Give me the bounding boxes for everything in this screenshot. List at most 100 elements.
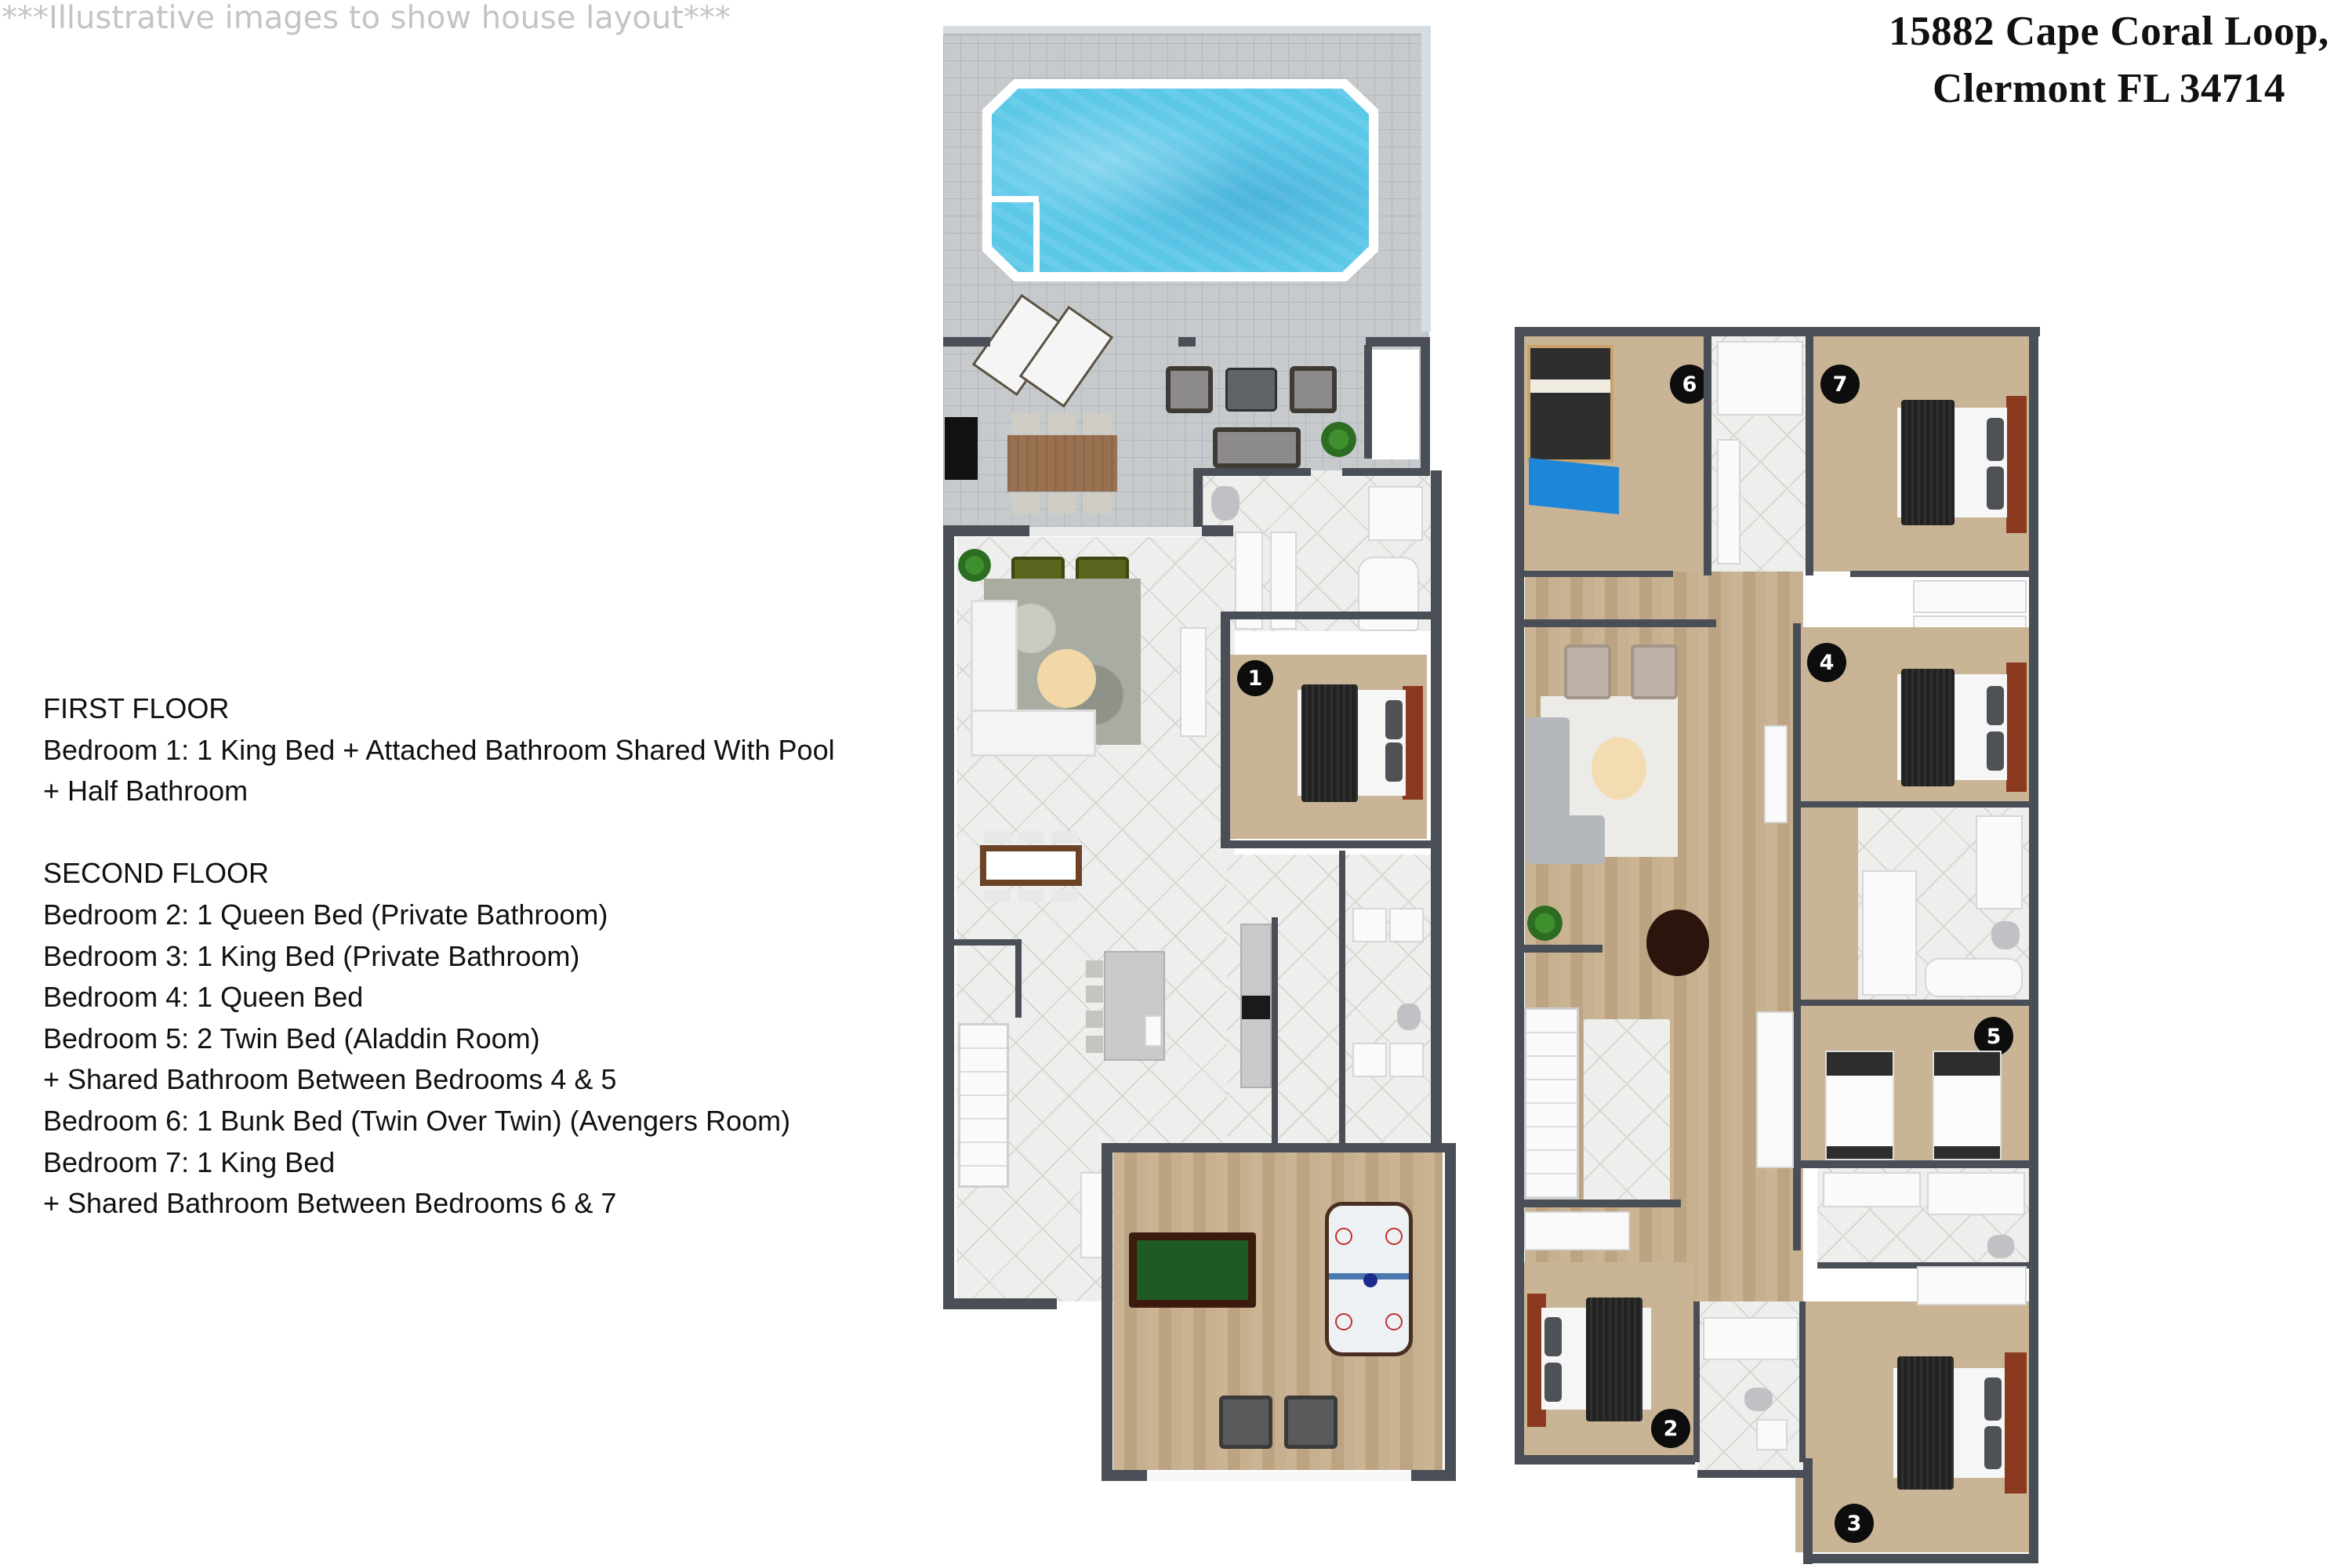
bedroom-badge-4: 4 bbox=[1807, 643, 1846, 682]
tv-console bbox=[1180, 627, 1207, 737]
second-floor-line: Bedroom 4: 1 Queen Bed bbox=[43, 981, 364, 1014]
toilet bbox=[1744, 1388, 1773, 1411]
pool-bathroom bbox=[1203, 470, 1431, 631]
queen-bed bbox=[1897, 662, 2027, 792]
wall bbox=[1799, 1301, 1806, 1462]
dining-chairs bbox=[984, 889, 1078, 902]
king-bed bbox=[1893, 1352, 2027, 1494]
closet bbox=[1524, 1211, 1630, 1250]
room-description-list: FIRST FLOOR Bedroom 1: 1 King Bed + Atta… bbox=[43, 688, 835, 1225]
sun-lounger bbox=[1018, 305, 1114, 408]
sectional-sofa bbox=[1526, 815, 1605, 864]
second-floor-line: Bedroom 2: 1 Queen Bed (Private Bathroom… bbox=[43, 898, 608, 931]
pool bbox=[982, 79, 1378, 281]
wall bbox=[1801, 801, 2029, 808]
wall bbox=[1193, 468, 1203, 535]
outdoor-loveseat bbox=[1213, 427, 1301, 468]
wall bbox=[1704, 336, 1711, 575]
console-table bbox=[1080, 1172, 1104, 1258]
bedroom-6 bbox=[1524, 336, 1708, 572]
air-hockey-puck bbox=[1363, 1273, 1377, 1287]
shower bbox=[1717, 341, 1803, 416]
wall bbox=[1806, 336, 1813, 575]
bedroom-7 bbox=[1813, 336, 2029, 572]
washer bbox=[1352, 908, 1387, 942]
vanity bbox=[1270, 532, 1297, 630]
first-floor-line: Bedroom 1: 1 King Bed + Attached Bathroo… bbox=[43, 733, 835, 766]
dining-table bbox=[980, 845, 1082, 886]
property-address: 15882 Cape Coral Loop, Clermont FL 34714 bbox=[1866, 3, 2352, 118]
wall bbox=[943, 1298, 1057, 1309]
address-line-2: Clermont FL 34714 bbox=[1932, 66, 2286, 111]
bedroom-3 bbox=[1795, 1301, 2029, 1552]
sectional-sofa bbox=[971, 710, 1096, 757]
sink bbox=[1145, 1015, 1162, 1047]
screen-enclosure bbox=[943, 26, 1429, 35]
wall bbox=[1102, 1470, 1147, 1481]
wall bbox=[954, 939, 1021, 946]
closet bbox=[1917, 1266, 2027, 1305]
coffee-table bbox=[1037, 649, 1096, 708]
outdoor-chairs bbox=[1011, 413, 1113, 434]
bunk-slide bbox=[1529, 457, 1619, 515]
tv-console bbox=[1764, 725, 1788, 823]
vanity bbox=[1717, 439, 1740, 564]
wall bbox=[1339, 851, 1345, 1145]
bedroom-badge-1: 1 bbox=[1237, 660, 1273, 696]
shower bbox=[1368, 486, 1423, 541]
dryer bbox=[1389, 908, 1424, 942]
bedroom-1 bbox=[1229, 655, 1427, 839]
bathtub bbox=[1358, 557, 1419, 631]
bath-3 bbox=[1817, 1168, 2029, 1262]
bedroom-badge-2: 2 bbox=[1651, 1409, 1690, 1448]
wall bbox=[1524, 571, 1673, 577]
wall bbox=[1515, 327, 2040, 336]
address-line-1: 15882 Cape Coral Loop, bbox=[1889, 9, 2329, 54]
wall bbox=[1515, 1254, 1524, 1465]
pool-deck bbox=[943, 26, 1429, 528]
wall bbox=[1411, 1470, 1456, 1481]
bar-stools bbox=[1086, 960, 1103, 1053]
wall bbox=[1524, 945, 1602, 953]
wall bbox=[1221, 840, 1432, 848]
cooktop bbox=[1242, 996, 1270, 1019]
wall bbox=[1193, 468, 1311, 476]
pool-bath-counter bbox=[1372, 350, 1419, 459]
air-hockey-table bbox=[1325, 1202, 1413, 1356]
window bbox=[1147, 1472, 1411, 1481]
wall bbox=[1421, 337, 1430, 525]
air-hockey-circle bbox=[1335, 1313, 1352, 1330]
sectional-sofa bbox=[971, 600, 1018, 757]
wall bbox=[1803, 1458, 1813, 1564]
wall bbox=[1524, 619, 1716, 627]
toilet bbox=[1987, 1235, 2014, 1258]
wall bbox=[1015, 939, 1022, 1018]
wall bbox=[2029, 327, 2038, 1562]
kitchen-island bbox=[1104, 951, 1165, 1061]
toilet bbox=[1991, 921, 2020, 949]
wall bbox=[1515, 327, 1524, 1256]
screen-enclosure-side bbox=[1421, 26, 1431, 332]
armchair bbox=[1219, 1396, 1272, 1449]
plant bbox=[1527, 906, 1563, 941]
closet bbox=[1913, 615, 2027, 648]
wall bbox=[1524, 1200, 1681, 1207]
wall bbox=[1801, 1160, 2029, 1168]
bedroom-badge-3: 3 bbox=[1835, 1504, 1874, 1543]
bathtub bbox=[1925, 958, 2023, 997]
sun-lounger bbox=[971, 293, 1067, 397]
wall bbox=[1515, 1455, 1695, 1465]
kitchen-counter bbox=[1240, 924, 1272, 1088]
dining-chairs bbox=[984, 831, 1078, 844]
second-floor-line: Bedroom 5: 2 Twin Bed (Aladdin Room) bbox=[43, 1022, 540, 1054]
bunk-bed bbox=[1527, 345, 1613, 463]
hall-4-5 bbox=[1801, 808, 1858, 1000]
grill bbox=[945, 417, 978, 480]
outdoor-dining-table bbox=[1007, 435, 1117, 492]
armchair bbox=[1284, 1396, 1338, 1449]
wall bbox=[1366, 337, 1428, 347]
bedroom-badge-7: 7 bbox=[1820, 365, 1860, 404]
staircase bbox=[958, 1023, 1009, 1188]
wall bbox=[1793, 623, 1801, 1250]
wall bbox=[1801, 1000, 2029, 1006]
